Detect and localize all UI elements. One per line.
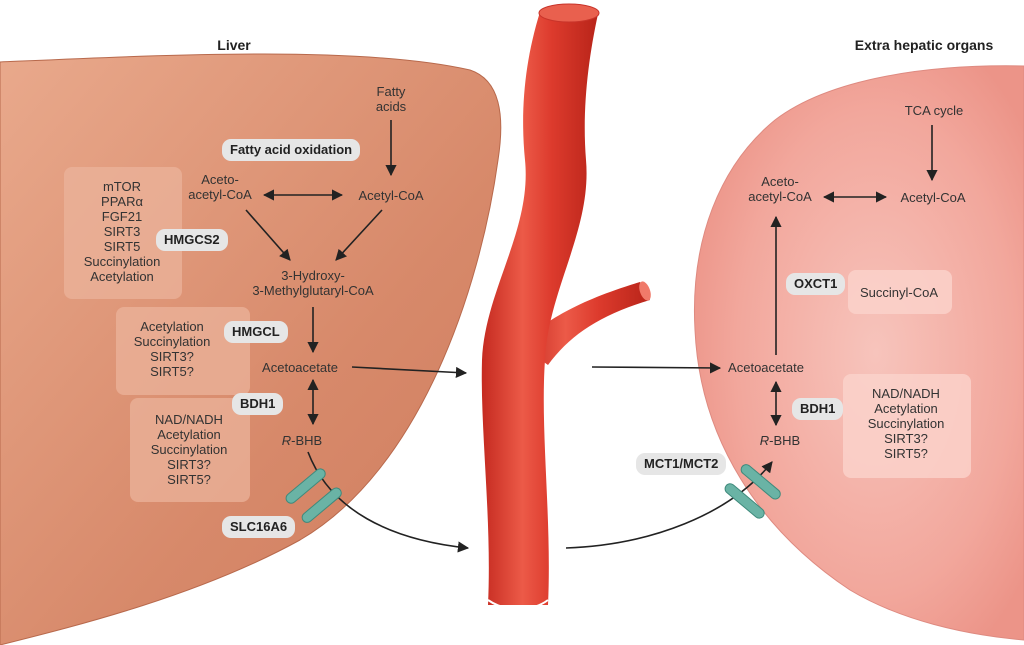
acetoacetyl-coa-label: Aceto-acetyl-CoA	[188, 172, 252, 202]
oxct1-enzyme-label: OXCT1	[786, 273, 846, 295]
acetoacetate-label: Acetoacetate	[262, 360, 338, 375]
extrahepatic-header: Extra hepatic organs	[854, 37, 994, 53]
fatty-acid-oxidation-label: Fatty acid oxidation	[222, 139, 361, 161]
arrow-blood-to-acetoacetate	[591, 362, 722, 374]
acetyl-coa-label: Acetyl-CoA	[358, 188, 424, 203]
bdh1-enzyme-label: BDH1	[232, 393, 284, 415]
bdh1-regulator-box	[130, 398, 250, 502]
rbhb-right-label: R-BHB	[759, 433, 801, 448]
acetoacetate-right-label: Acetoacetate	[728, 360, 804, 375]
arrow-acetoacetate-to-blood	[351, 366, 468, 379]
rbhb-label: R-BHB	[281, 433, 323, 448]
hmgcl-enzyme-label: HMGCL	[224, 321, 288, 343]
artery-branch	[520, 282, 650, 365]
bdh1-right-regulator-box	[843, 374, 971, 478]
bdh1-regulators-right: NAD/NADH Acetylation Succinylation SIRT3…	[867, 386, 945, 461]
arrow-acetoacetylcoa-to-hmgcoa	[245, 209, 291, 261]
hmg-coa-label: 3-Hydroxy-3-Methylglutaryl-CoA	[252, 268, 374, 298]
succinyl-coa-box	[848, 270, 952, 314]
acetyl-coa-right-label: Acetyl-CoA	[900, 190, 966, 205]
succinyl-coa-label: Succinyl-CoA	[859, 285, 939, 300]
tca-cycle-label: TCA cycle	[904, 103, 964, 118]
liver-header: Liver	[217, 37, 251, 53]
bdh1-regulators-liver: NAD/NADH Acetylation Succinylation SIRT3…	[150, 412, 228, 487]
hmgcl-regulator-box	[116, 307, 250, 395]
slc16a6-transporter-label: SLC16A6	[222, 516, 296, 538]
hmgcl-regulators: Acetylation Succinylation SIRT3? SIRT5?	[133, 319, 211, 379]
arrow-acetylcoa-to-hmgcoa	[335, 209, 383, 261]
extrahepatic-organ-shape	[693, 65, 1024, 641]
artery-opening	[538, 3, 600, 23]
mct-transporter-label: MCT1/MCT2	[636, 453, 727, 475]
artery	[481, 12, 598, 605]
mct-transporter	[724, 464, 781, 519]
hmgcs2-regulators: mTOR PPARα FGF21 SIRT3 SIRT5 Succinylati…	[83, 179, 161, 284]
bdh1-right-enzyme-label: BDH1	[792, 398, 844, 420]
hmgcs2-enzyme-label: HMGCS2	[156, 229, 228, 251]
slc16a6-transporter	[285, 468, 342, 523]
hmgcs2-regulator-box	[64, 167, 182, 299]
acetoacetyl-coa-right-label: Aceto-acetyl-CoA	[748, 174, 812, 204]
